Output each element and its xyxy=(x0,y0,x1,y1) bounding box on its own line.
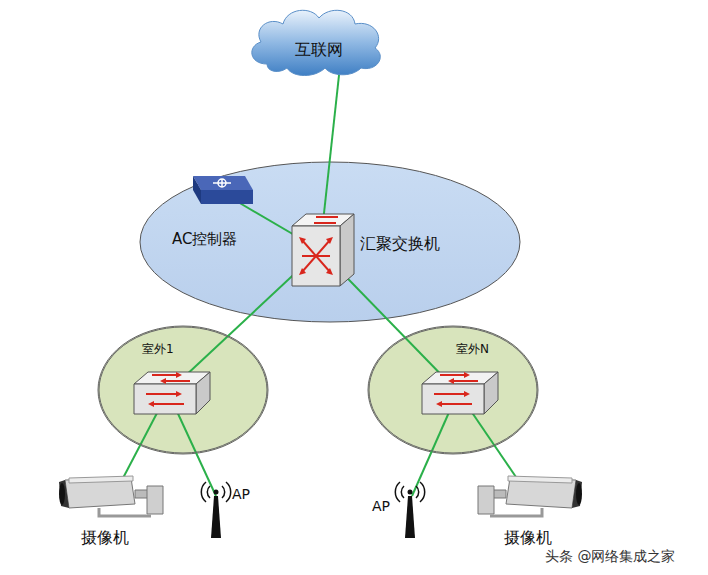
ap-antenna-icon xyxy=(398,480,422,540)
outdoor-region: 室外1 xyxy=(98,326,268,454)
node-label: 互联网 xyxy=(295,40,343,59)
switch-icon xyxy=(420,370,500,416)
watermark: 头条 @网络集成之家 xyxy=(545,548,675,566)
camera-icon xyxy=(476,472,582,520)
network-node: 摄像机 xyxy=(55,472,167,556)
ap-antenna-icon xyxy=(204,480,228,540)
core-region xyxy=(140,162,520,322)
node-label: AP xyxy=(232,486,250,503)
outdoor-region-fill xyxy=(98,326,268,454)
node-label: 室外N xyxy=(456,342,489,356)
node-label: 摄像机 xyxy=(81,528,129,547)
outdoor-region: 室外N xyxy=(368,326,538,454)
node-label: AC控制器 xyxy=(172,230,237,248)
camera-icon xyxy=(59,472,165,520)
network-node: AP xyxy=(200,478,262,544)
network-node: AP xyxy=(368,478,430,544)
switch-icon xyxy=(132,370,212,416)
outdoor-region-fill xyxy=(368,326,538,454)
node-label: 摄像机 xyxy=(504,528,552,547)
switch-icon xyxy=(288,212,358,290)
node-label: AP xyxy=(372,498,390,515)
node-label: 室外1 xyxy=(142,342,174,356)
node-label: 汇聚交换机 xyxy=(360,234,440,253)
network-node: 汇聚交换机 xyxy=(288,212,468,292)
network-node: AC控制器 xyxy=(168,168,272,252)
network-node: 互联网 xyxy=(245,2,387,80)
switch-icon xyxy=(183,168,263,208)
network-node: 摄像机 xyxy=(468,472,586,556)
